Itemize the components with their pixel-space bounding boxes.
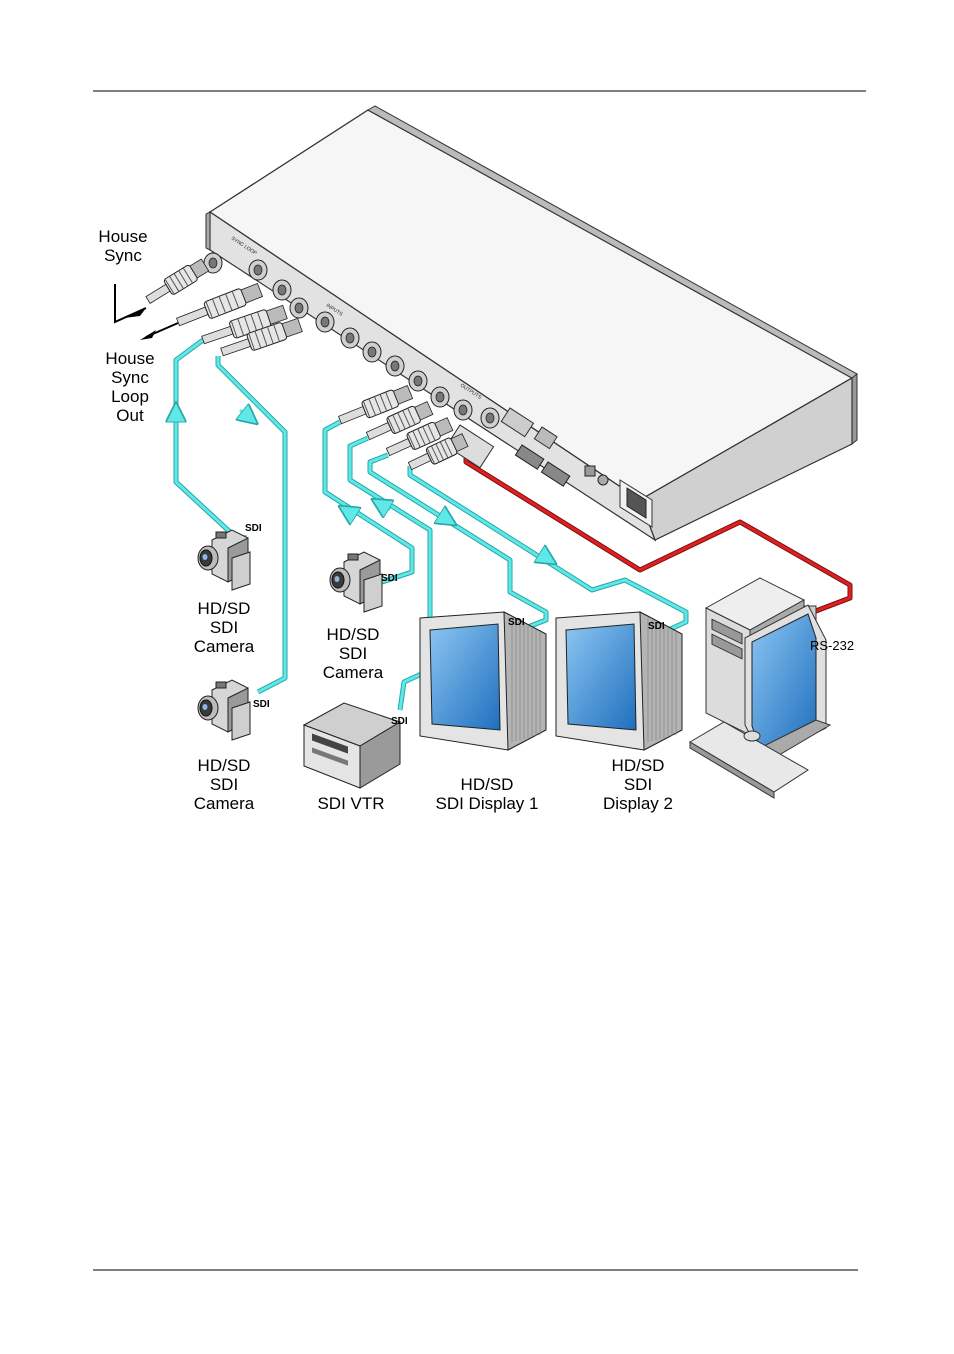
bnc-socket-icon [315, 311, 335, 333]
bnc-socket-icon [385, 355, 405, 377]
bnc-connector-icon [220, 317, 303, 357]
svg-text:HD/SD: HD/SD [327, 625, 380, 644]
camera-icon [197, 679, 251, 741]
bnc-connector-icon [176, 282, 264, 327]
svg-text:Sync: Sync [104, 246, 142, 265]
bnc-socket-icon [203, 252, 223, 274]
label-display-2: HD/SD SDI Display 2 [603, 756, 673, 813]
bnc-connector-icon [201, 304, 288, 345]
bnc-connectors [145, 258, 469, 471]
house-sync-lines [114, 284, 179, 340]
arrow-icon [240, 410, 250, 418]
svg-text:SDI Display 1: SDI Display 1 [436, 794, 539, 813]
svg-text:House: House [98, 227, 147, 246]
svg-text:SDI: SDI [339, 644, 367, 663]
bnc-connector-icon [407, 433, 469, 471]
bnc-socket-icon [340, 327, 360, 349]
bnc-socket-icon [289, 297, 309, 319]
pc-icon [689, 577, 832, 799]
sdi-tag: SDI [391, 716, 408, 727]
bnc-socket-icon [362, 341, 382, 363]
label-house-sync: House Sync [98, 227, 147, 265]
svg-text:House: House [105, 349, 154, 368]
arrow-icon [540, 554, 548, 559]
bnc-socket-icon [248, 259, 268, 281]
svg-text:Camera: Camera [323, 663, 384, 682]
svg-text:SDI: SDI [210, 618, 238, 637]
svg-text:Sync: Sync [111, 368, 149, 387]
bnc-connector-icon [145, 258, 210, 304]
monitor-icon [419, 611, 547, 751]
sdi-tag: SDI [253, 699, 270, 710]
svg-text:HD/SD: HD/SD [198, 599, 251, 618]
sdi-tag: SDI [381, 573, 398, 584]
bnc-socket-icon [272, 279, 292, 301]
arrow-icon [347, 511, 355, 516]
svg-text:HD/SD: HD/SD [198, 756, 251, 775]
switcher-unit: SYNC LOOP INPUTS OUTPUTS [203, 105, 858, 542]
bnc-connector-icon [337, 384, 414, 425]
label-camera-3: HD/SD SDI Camera [194, 756, 255, 813]
arrow-icon [380, 504, 390, 510]
vtr-icon [302, 702, 402, 789]
label-display-1: HD/SD SDI Display 1 [436, 775, 539, 813]
bnc-connector-icon [365, 401, 434, 441]
sdi-tag: SDI [245, 523, 262, 534]
bnc-socket-icon [480, 407, 500, 429]
bnc-socket-icon [453, 399, 473, 421]
label-vtr: SDI VTR [317, 794, 384, 813]
arrow-icon [440, 515, 448, 520]
bnc-socket-icon [430, 386, 450, 408]
svg-text:Display 2: Display 2 [603, 794, 673, 813]
svg-text:Camera: Camera [194, 637, 255, 656]
svg-text:HD/SD: HD/SD [612, 756, 665, 775]
svg-text:Out: Out [116, 406, 144, 425]
label-house-sync-loop-out: House Sync Loop Out [105, 349, 154, 425]
monitor-icon [555, 611, 683, 751]
svg-text:Camera: Camera [194, 794, 255, 813]
svg-text:SDI: SDI [210, 775, 238, 794]
label-rs232: RS-232 [810, 638, 854, 653]
camera-icon [197, 529, 251, 591]
sdi-tag: SDI [508, 617, 525, 628]
svg-text:Loop: Loop [111, 387, 149, 406]
sdi-tag: SDI [648, 621, 665, 632]
svg-text:SDI: SDI [624, 775, 652, 794]
svg-text:HD/SD: HD/SD [461, 775, 514, 794]
camera-icon [329, 551, 383, 613]
bnc-connector-icon [385, 417, 454, 457]
label-camera-1: HD/SD SDI Camera [194, 599, 255, 656]
label-camera-2: HD/SD SDI Camera [323, 625, 384, 682]
bnc-socket-icon [408, 370, 428, 392]
